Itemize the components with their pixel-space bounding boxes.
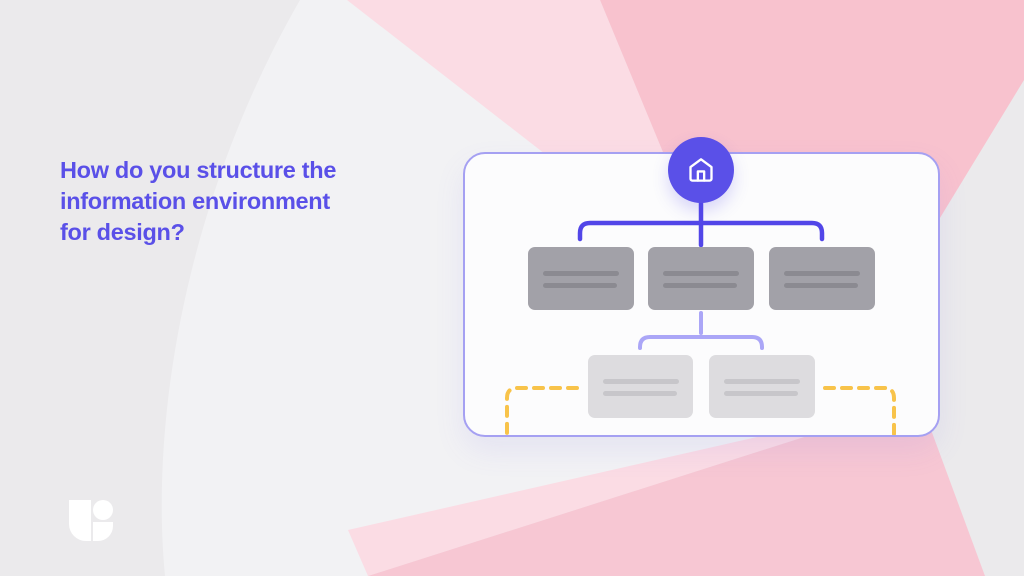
dashed-placeholder-right [823, 386, 896, 435]
level2-nodes [588, 355, 815, 418]
question-heading-line: for design? [60, 219, 185, 245]
level2-connector [638, 311, 764, 350]
question-heading-line: How do you structure the [60, 157, 337, 183]
sitemap-subnode [588, 355, 693, 418]
sitemap-node [648, 247, 754, 310]
question-heading: How do you structure the information env… [60, 155, 336, 248]
level1-connector [577, 200, 825, 248]
node-text-placeholder-lines [543, 271, 860, 288]
home-icon [689, 158, 713, 182]
node-text-placeholder-lines [603, 379, 800, 396]
background-pink-bottom-wedge [368, 400, 985, 576]
u-logo-dot [93, 500, 113, 520]
home-node [668, 137, 734, 203]
u-logo-quarter [93, 522, 113, 541]
sitemap-node [528, 247, 634, 310]
level1-nodes [528, 247, 875, 310]
sitemap-node [769, 247, 875, 310]
u-logo-bar [69, 500, 91, 541]
question-heading-line: information environment [60, 188, 330, 214]
dashed-placeholder-left [505, 386, 579, 435]
sitemap-subnode [709, 355, 815, 418]
background-pink-soft-bottom-band [348, 400, 920, 576]
sitemap-diagram [505, 200, 896, 435]
u-logo-mark [69, 500, 113, 542]
